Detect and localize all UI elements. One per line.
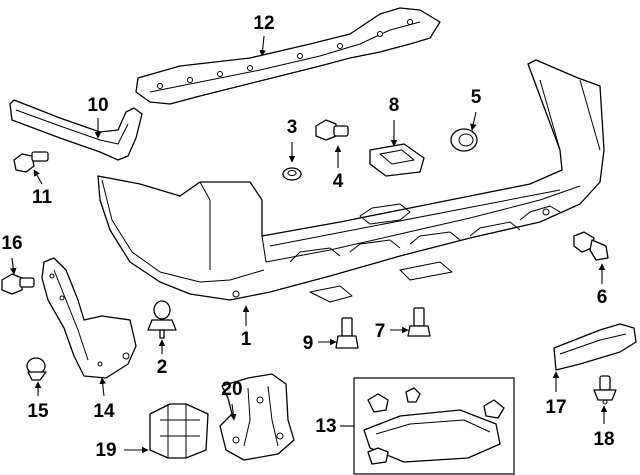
callout-8: 8: [389, 95, 400, 116]
bolt-part-11: [13, 151, 49, 173]
callout-3: 3: [287, 117, 298, 138]
callout-6: 6: [597, 287, 608, 308]
callout-20: 20: [221, 379, 242, 400]
bolt-part-16: [1, 273, 35, 295]
reinforcement-bar-part: [135, 7, 441, 105]
support-bracket-part: [219, 373, 295, 461]
callout-12: 12: [253, 13, 274, 34]
callout-9: 9: [303, 333, 314, 354]
callout-13: 13: [315, 416, 336, 437]
callout-2: 2: [157, 357, 168, 378]
bolt-part-7: [407, 307, 431, 337]
callout-14: 14: [93, 401, 115, 422]
leader-lines: [9, 35, 608, 454]
sensor-bracket-part: [369, 143, 425, 177]
callout-7: 7: [375, 321, 386, 342]
retainer-part-3: [282, 167, 302, 181]
callout-19: 19: [95, 440, 116, 461]
callout-labels: 12 10 11 3 4 8 5 6 16 1 2 9 7 14 15 17 1…: [1, 13, 614, 461]
callout-1: 1: [241, 329, 252, 350]
bolt-part-9: [335, 317, 359, 349]
step-pad-part: [553, 323, 637, 371]
bolt-part-6: [573, 231, 609, 261]
callout-5: 5: [471, 87, 482, 108]
sensor-module-part: [149, 403, 209, 459]
left-bracket-strip-part: [9, 99, 143, 161]
callout-15: 15: [27, 401, 49, 422]
callout-18: 18: [593, 429, 614, 450]
callout-4: 4: [333, 171, 344, 192]
callout-10: 10: [87, 95, 108, 116]
clip-part-2: [147, 300, 177, 339]
bolt-part-4: [315, 119, 349, 141]
clip-part-18: [593, 375, 617, 405]
bumper-cover-part: [97, 59, 605, 303]
grommet-part-5: [450, 128, 478, 152]
callout-17: 17: [545, 397, 566, 418]
inset-panel-13: [353, 377, 515, 475]
clip-part-15: [26, 357, 47, 381]
callout-16: 16: [1, 233, 22, 254]
side-bracket-part: [41, 257, 137, 379]
callout-11: 11: [32, 187, 53, 208]
